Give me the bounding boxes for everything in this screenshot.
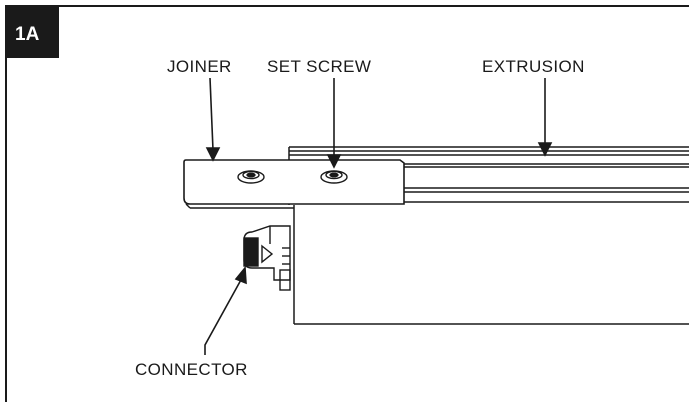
step-badge: 1A (6, 6, 59, 58)
connector-arrow (204, 265, 247, 355)
joiner-label: JOINER (167, 57, 232, 76)
extrusion-arrow (537, 78, 553, 157)
connector-label: CONNECTOR (135, 360, 248, 379)
set-screw-label: SET SCREW (267, 57, 371, 76)
connector (243, 225, 291, 291)
set-screw-arrow (326, 78, 342, 169)
joiner-plate (183, 159, 405, 209)
joiner-arrow (205, 77, 221, 162)
set-screw-right (320, 170, 348, 184)
figure-frame (5, 5, 689, 402)
extrusion-label: EXTRUSION (482, 57, 585, 76)
step-label: 1A (15, 24, 40, 45)
set-screw-left (237, 170, 265, 184)
